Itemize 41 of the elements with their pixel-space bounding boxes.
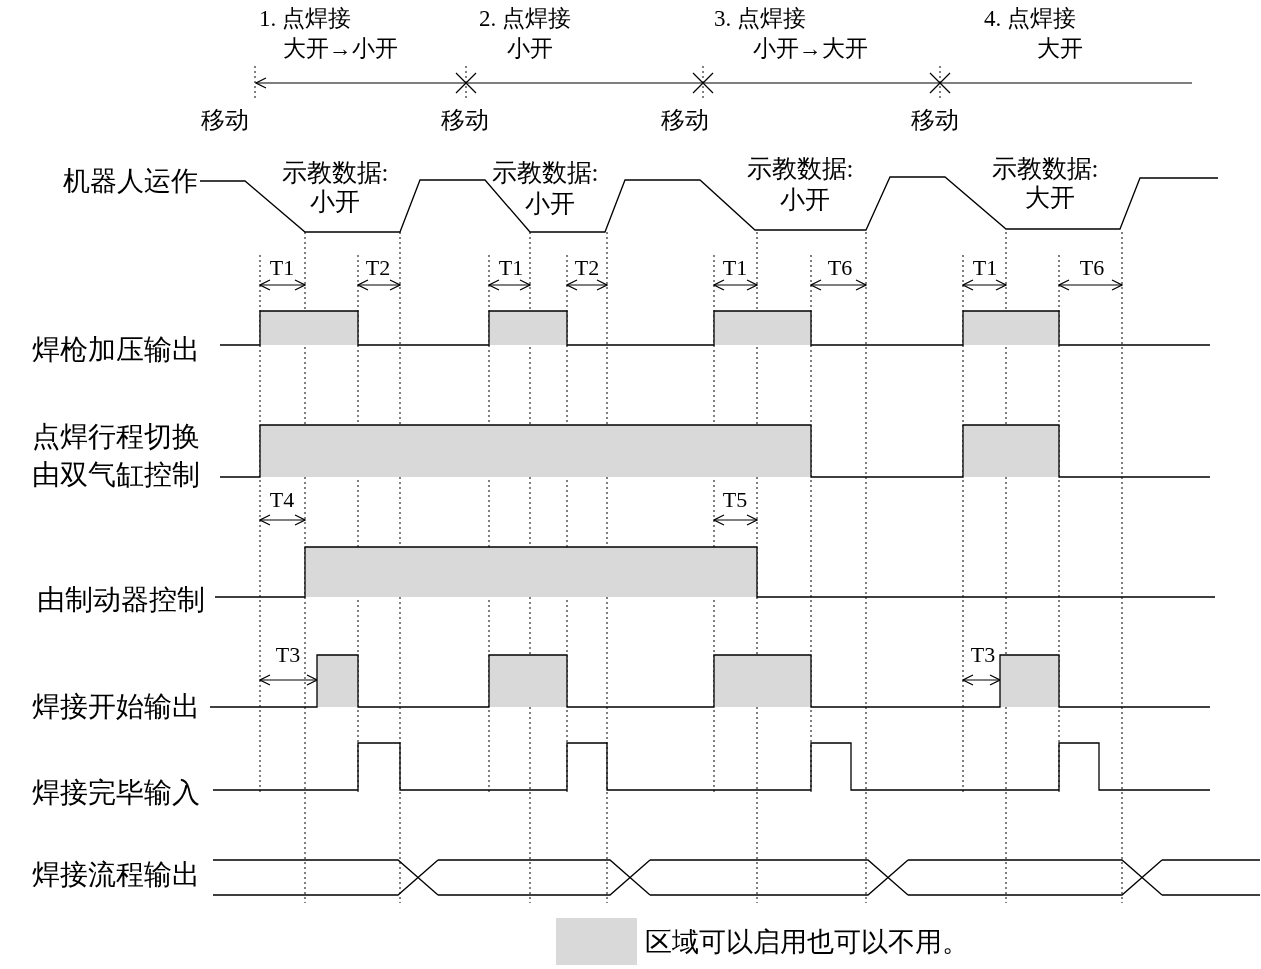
teach-data-label: 大开 (1025, 184, 1075, 210)
legend-text: 区域可以启用也可以不用。 (645, 928, 969, 956)
time-label: T1 (498, 257, 524, 279)
time-label: T1 (972, 257, 998, 279)
time-label: T1 (722, 257, 748, 279)
time-label: T6 (1079, 257, 1105, 279)
step-label: 3. 点焊接 (714, 6, 806, 30)
step-label: 大开 (1037, 36, 1083, 60)
step-label: 2. 点焊接 (479, 6, 571, 30)
step-label: 1. 点焊接 (259, 6, 351, 30)
time-label: T4 (269, 489, 295, 511)
teach-data-label: 示教数据: (281, 159, 389, 185)
time-label: T3 (970, 644, 996, 666)
teach-data-label: 示教数据: (991, 155, 1099, 181)
teach-data-label: 小开 (780, 186, 830, 212)
teach-data-label: 示教数据: (746, 155, 854, 181)
time-label: T2 (574, 257, 600, 279)
time-label: T6 (827, 257, 853, 279)
step-label: 小开→大开 (752, 36, 868, 60)
signal-label: 由制动器控制 (37, 586, 205, 614)
move-label: 移动 (911, 108, 959, 132)
time-label: T2 (365, 257, 391, 279)
step-label: 大开→小开 (282, 36, 398, 60)
teach-data-label: 小开 (525, 190, 575, 216)
time-label: T3 (275, 644, 301, 666)
signal-label: 焊接流程输出 (32, 861, 200, 889)
signal-label: 焊枪加压输出 (32, 336, 200, 364)
step-label: 小开 (507, 36, 553, 60)
signal-label: 由双气缸控制 (32, 461, 200, 489)
signal-label: 点焊行程切换 (32, 423, 200, 451)
signal-label: 机器人运作 (63, 167, 198, 195)
time-label: T1 (269, 257, 295, 279)
step-label: 4. 点焊接 (984, 6, 1076, 30)
time-label: T5 (722, 489, 748, 511)
move-label: 移动 (201, 108, 249, 132)
teach-data-label: 示教数据: (491, 159, 599, 185)
move-label: 移动 (661, 108, 709, 132)
teach-data-label: 小开 (310, 188, 360, 214)
signal-label: 焊接完毕输入 (32, 779, 200, 807)
signal-label: 焊接开始输出 (32, 693, 200, 721)
move-label: 移动 (441, 108, 489, 132)
